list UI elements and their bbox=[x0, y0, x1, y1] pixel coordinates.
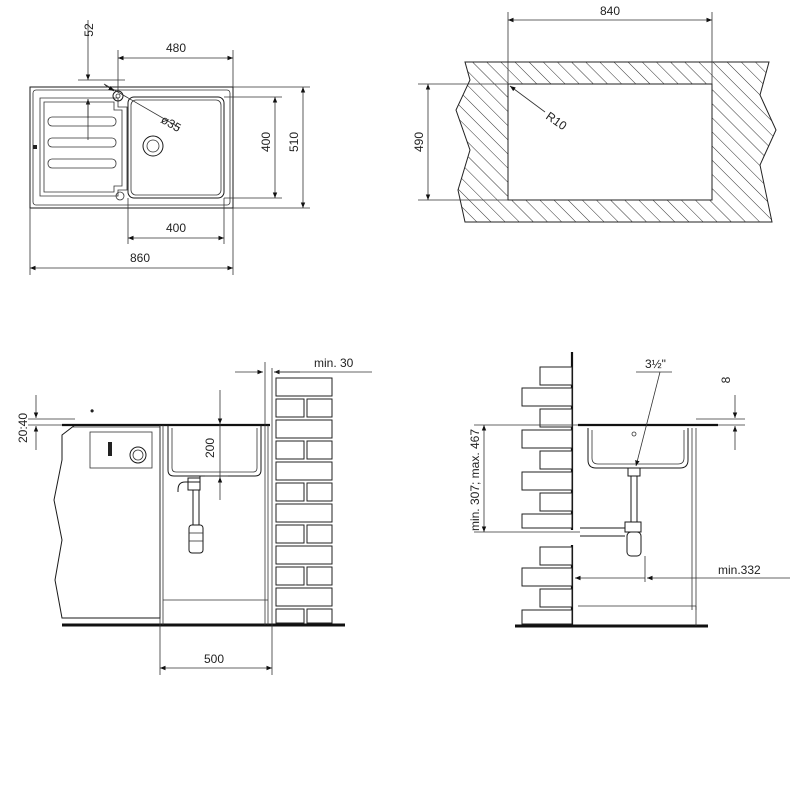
adjacent-cabinet bbox=[53, 424, 161, 619]
brick-wall bbox=[275, 377, 333, 624]
side-elevation-view-2: 3½" 8 min. 307; max. 467 min.332 bbox=[468, 352, 790, 628]
siphon-trap bbox=[188, 524, 204, 554]
sink-bowl-section-2 bbox=[587, 428, 689, 469]
sink-bowl bbox=[127, 96, 225, 199]
drain-outlet bbox=[142, 135, 164, 157]
dim-3half: 3½" bbox=[645, 357, 666, 371]
dim-490: 490 bbox=[412, 132, 426, 152]
dim-200: 200 bbox=[203, 438, 217, 458]
cutout-view: 840 490 R10 bbox=[412, 4, 777, 223]
dim-480: 480 bbox=[166, 41, 186, 55]
dim-min332: min.332 bbox=[718, 563, 761, 577]
svg-text:•: • bbox=[90, 404, 94, 418]
brick-wall-2 bbox=[521, 366, 573, 625]
overflow-hole bbox=[115, 191, 125, 201]
siphon-trap-2 bbox=[626, 531, 642, 557]
dim-min30: min. 30 bbox=[314, 356, 354, 370]
dim-8: 8 bbox=[719, 376, 733, 383]
dim-510: 510 bbox=[287, 132, 301, 152]
dim-400-vertical: 400 bbox=[259, 132, 273, 152]
dim-dia35: ø35 bbox=[159, 112, 184, 135]
dim-min-max: min. 307; max. 467 bbox=[468, 429, 482, 531]
dim-20-40: 20:40 bbox=[16, 413, 30, 443]
cutout-opening bbox=[507, 83, 713, 201]
side-elevation-view: min. 30 20:40 • 200 500 bbox=[16, 356, 372, 675]
dim-840: 840 bbox=[600, 4, 620, 18]
dim-500: 500 bbox=[204, 652, 224, 666]
dim-860: 860 bbox=[130, 251, 150, 265]
sink-outline bbox=[29, 86, 234, 209]
sink-plan-view: 52 480 ø35 400 510 400 860 bbox=[29, 20, 310, 275]
dim-400-horizontal: 400 bbox=[166, 221, 186, 235]
dim-52: 52 bbox=[82, 23, 96, 37]
sink-front bbox=[89, 431, 153, 469]
drainer-grooves bbox=[47, 116, 117, 169]
